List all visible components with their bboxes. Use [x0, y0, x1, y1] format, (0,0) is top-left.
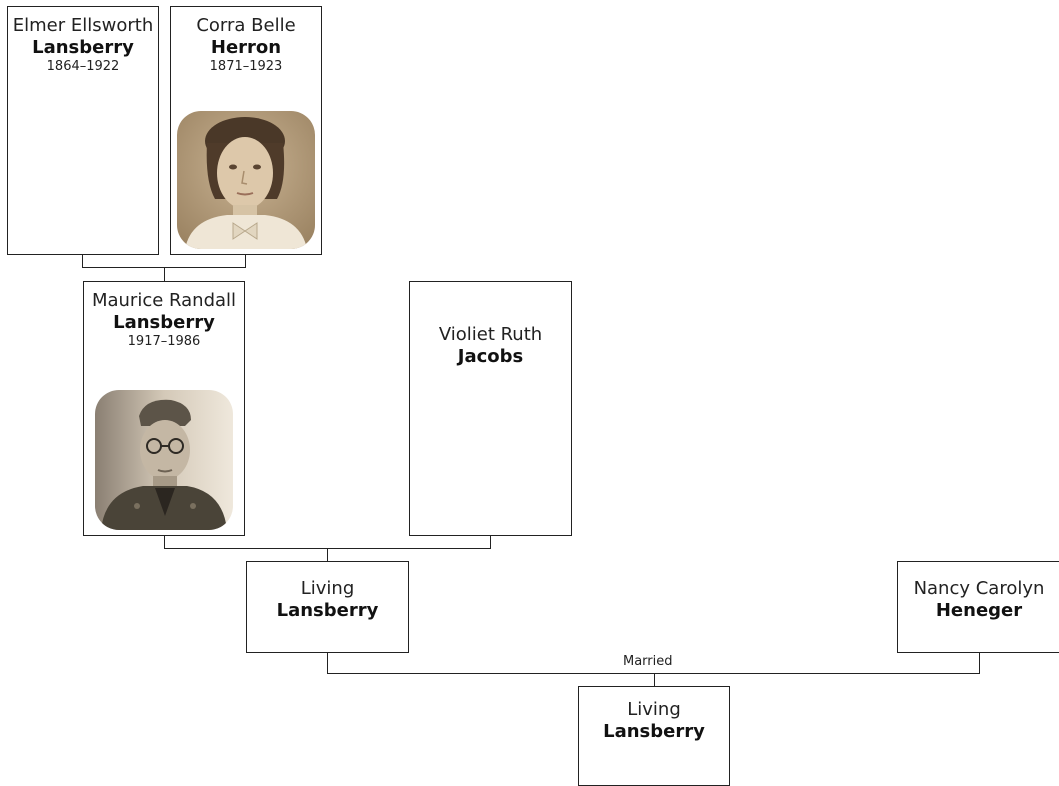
- person-card-corra-herron[interactable]: Corra Belle Herron 1871–1923: [170, 6, 322, 255]
- person-card-living-lansberry-child[interactable]: Living Lansberry: [578, 686, 730, 786]
- given-name: Corra Belle: [196, 15, 296, 36]
- given-name: Nancy Carolyn: [913, 578, 1045, 599]
- person-card-nancy-heneger[interactable]: Nancy Carolyn Heneger: [897, 561, 1059, 653]
- given-name: Violiet Ruth: [438, 324, 543, 345]
- person-card-violiet-jacobs[interactable]: Violiet Ruth Jacobs: [409, 281, 572, 536]
- surname: Herron: [210, 37, 282, 58]
- life-dates: 1871–1923: [209, 59, 283, 74]
- person-card-elmer-lansberry[interactable]: Elmer Ellsworth Lansberry 1864–1922: [7, 6, 159, 255]
- person-card-living-lansberry-parent[interactable]: Living Lansberry: [246, 561, 409, 653]
- given-name: Elmer Ellsworth: [12, 15, 154, 36]
- surname: Lansberry: [32, 37, 134, 58]
- surname: Jacobs: [457, 346, 524, 367]
- surname: Heneger: [935, 600, 1023, 621]
- given-name: Living: [300, 578, 355, 599]
- surname: Lansberry: [603, 721, 705, 742]
- life-dates: 1864–1922: [46, 59, 120, 74]
- life-dates: 1917–1986: [127, 334, 201, 349]
- person-card-maurice-lansberry[interactable]: Maurice Randall Lansberry 1917–1986: [83, 281, 245, 536]
- woman-portrait-photo: [177, 111, 315, 249]
- given-name: Living: [627, 699, 681, 720]
- surname: Lansberry: [113, 312, 215, 333]
- married-label: Married: [621, 654, 675, 670]
- soldier-portrait-photo: [95, 390, 233, 530]
- given-name: Maurice Randall: [91, 290, 237, 311]
- surname: Lansberry: [276, 600, 379, 621]
